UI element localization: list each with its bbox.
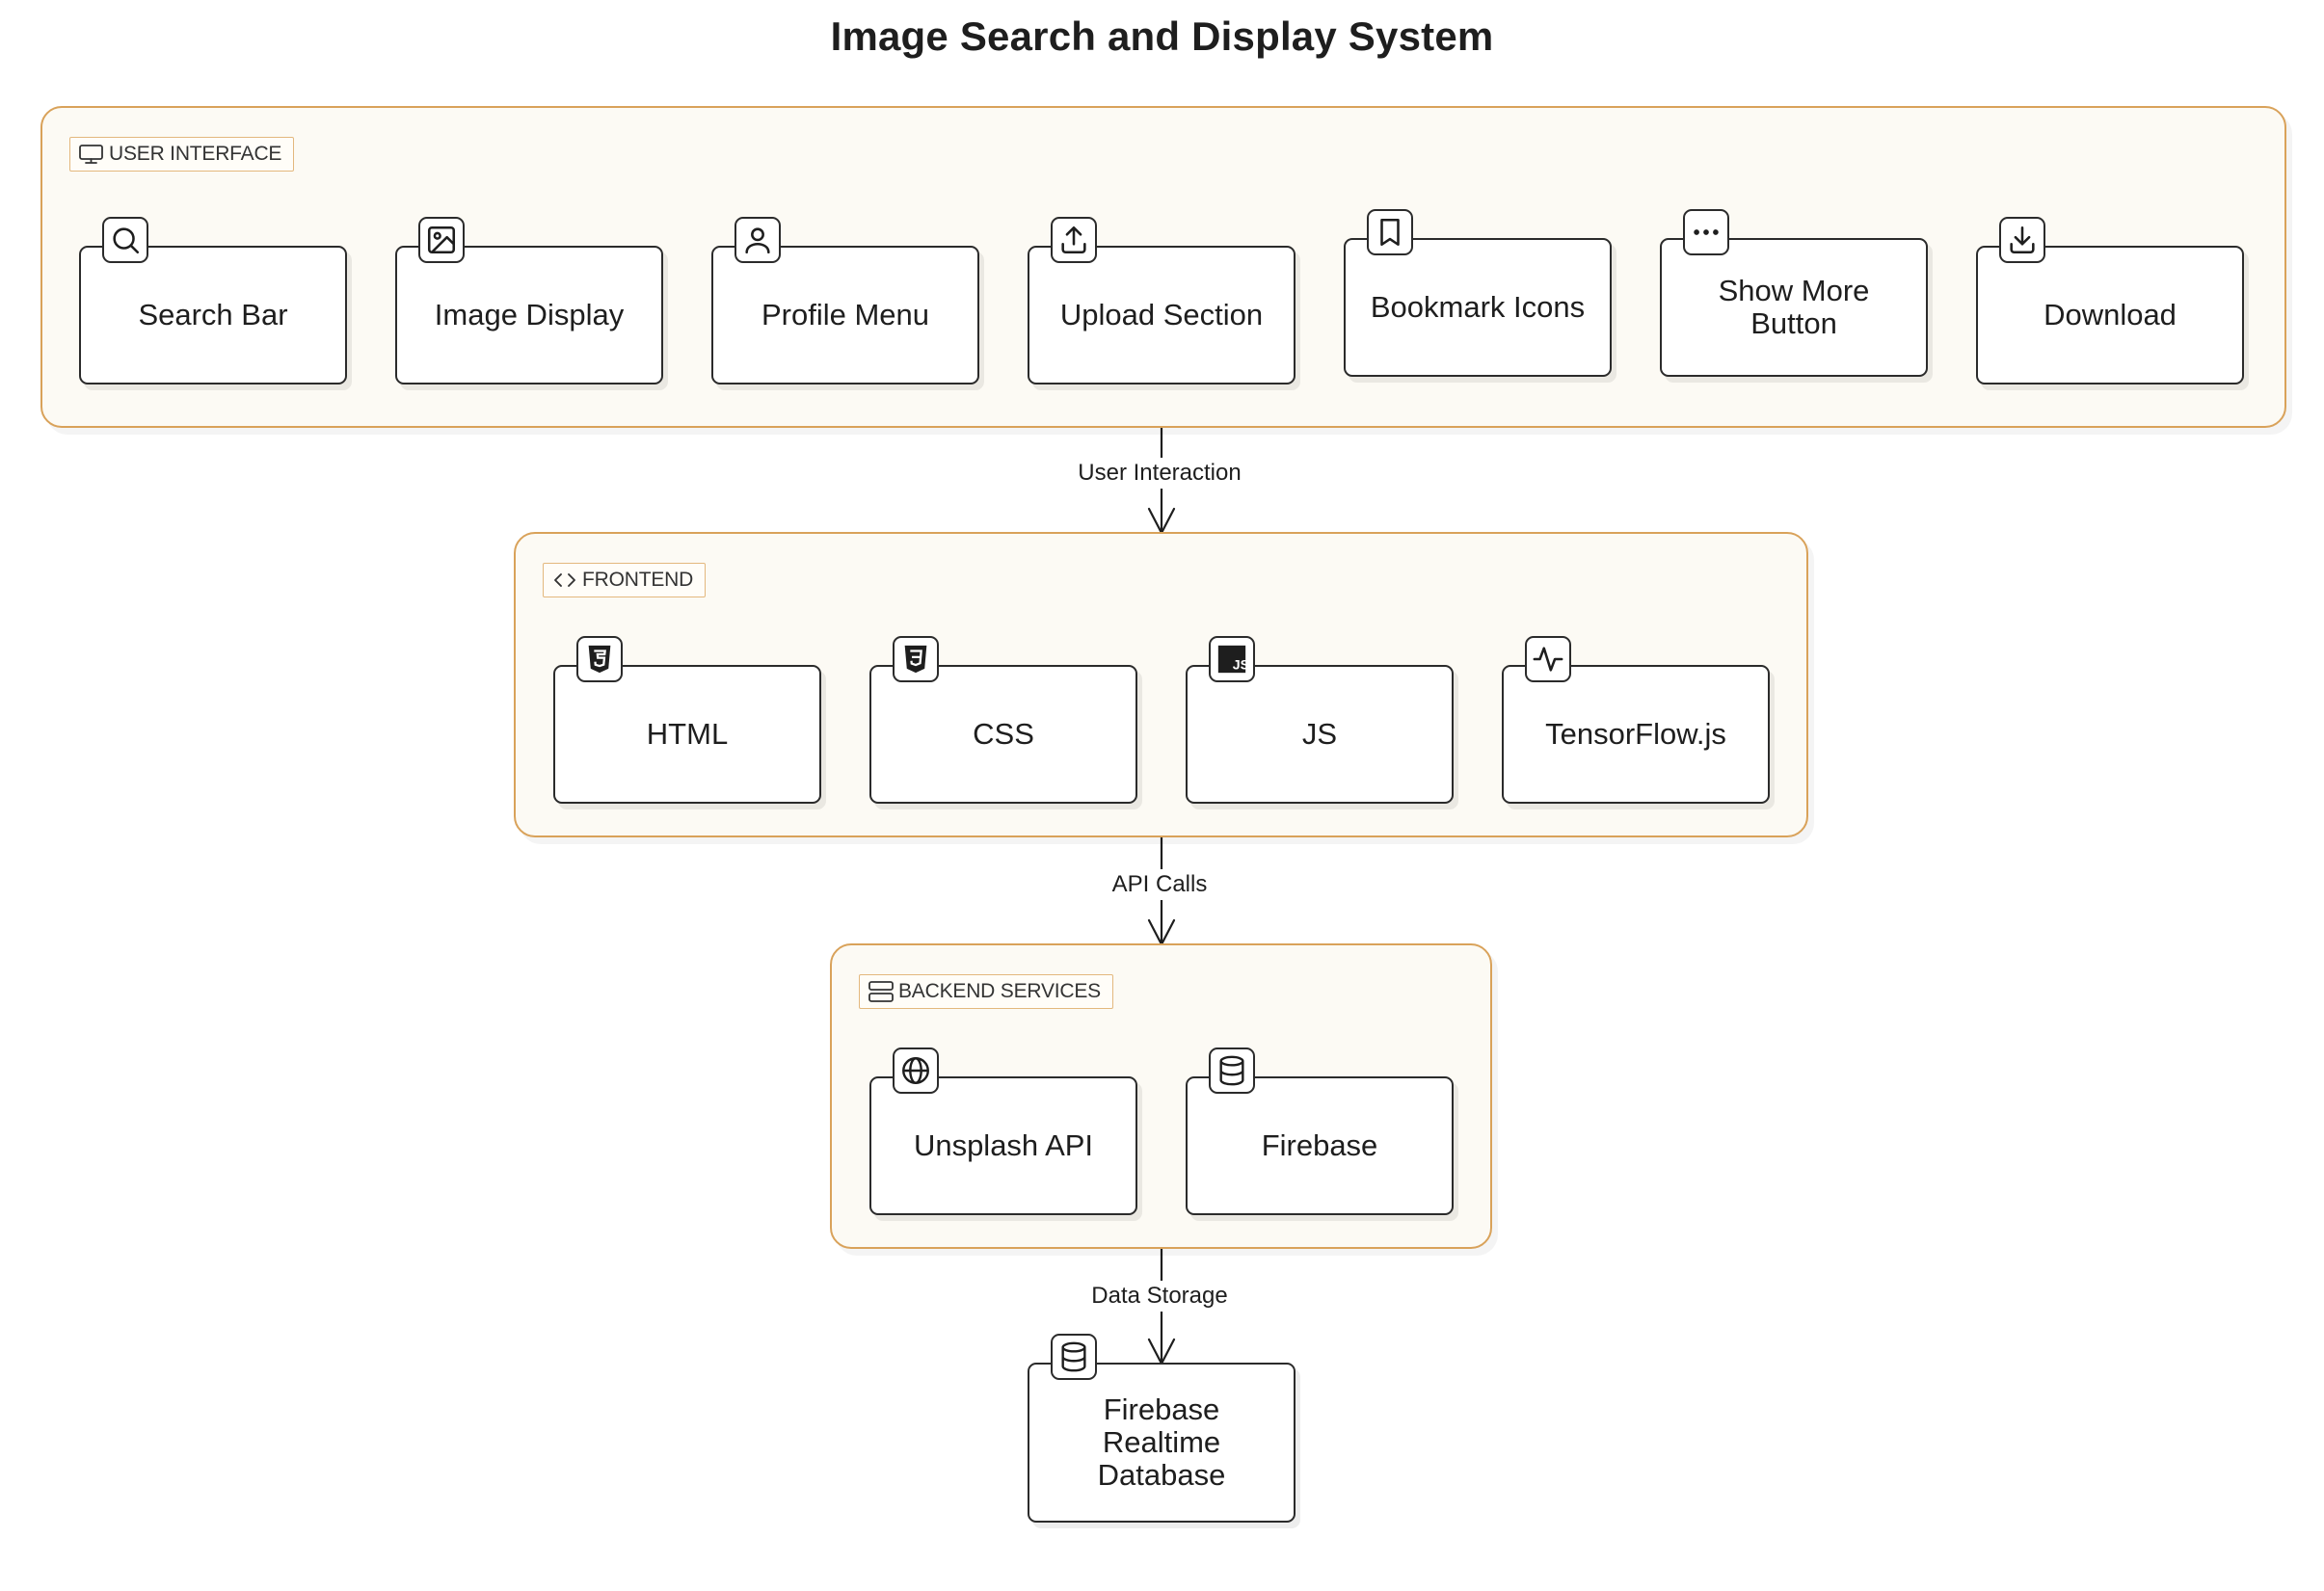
- globe-icon: [893, 1047, 939, 1094]
- node-js: JS: [1186, 665, 1454, 804]
- database-icon: [1209, 1047, 1255, 1094]
- css3-icon: [893, 636, 939, 682]
- node-profile-menu: Profile Menu: [711, 246, 979, 384]
- node-label-download: Download: [2044, 298, 2177, 331]
- node-label-css: CSS: [973, 717, 1034, 751]
- more-icon: [1683, 209, 1729, 255]
- svg-text:JS: JS: [1233, 658, 1248, 674]
- bookmark-icon: [1367, 209, 1413, 255]
- node-label-js: JS: [1301, 717, 1338, 751]
- edge-label-api-calls: API Calls: [1106, 869, 1214, 900]
- javascript-icon: JS: [1209, 636, 1255, 682]
- node-show-more-button: Show More Button: [1660, 238, 1928, 377]
- node-image-display: Image Display: [395, 246, 663, 384]
- code-icon: [554, 573, 575, 587]
- node-html: HTML: [553, 665, 821, 804]
- node-css: CSS: [869, 665, 1137, 804]
- database-icon: [1051, 1334, 1097, 1380]
- edge-label-data-storage: Data Storage: [1085, 1281, 1234, 1312]
- node-upload-section: Upload Section: [1028, 246, 1296, 384]
- node-label-bookmark-icons: Bookmark Icons: [1370, 290, 1586, 324]
- group-tag-user-interface: USER INTERFACE: [69, 137, 295, 172]
- image-icon: [418, 217, 465, 263]
- node-tensorflow: TensorFlow.js: [1502, 665, 1770, 804]
- node-label-tensorflow: TensorFlow.js: [1545, 717, 1726, 751]
- group-label-frontend: FRONTEND: [582, 569, 694, 591]
- node-firebase: Firebase: [1186, 1076, 1454, 1215]
- node-bookmark-icons: Bookmark Icons: [1344, 238, 1612, 377]
- upload-icon: [1051, 217, 1097, 263]
- user-icon: [735, 217, 781, 263]
- node-search-bar: Search Bar: [79, 246, 347, 384]
- activity-icon: [1525, 636, 1571, 682]
- html5-icon: [576, 636, 623, 682]
- node-label-unsplash-api: Unsplash API: [913, 1128, 1094, 1162]
- server-icon: [868, 981, 894, 1002]
- node-firebase-realtime-database: Firebase Realtime Database: [1028, 1363, 1296, 1523]
- edge-label-user-interaction: User Interaction: [1072, 458, 1247, 489]
- node-label-firebase-realtime-database: Firebase Realtime Database: [1097, 1392, 1226, 1492]
- group-label-backend-services: BACKEND SERVICES: [898, 980, 1101, 1002]
- group-tag-frontend: FRONTEND: [543, 563, 707, 597]
- download-icon: [1999, 217, 2045, 263]
- node-label-firebase: Firebase: [1261, 1128, 1378, 1162]
- node-label-html: HTML: [646, 717, 729, 751]
- node-unsplash-api: Unsplash API: [869, 1076, 1137, 1215]
- node-label-search-bar: Search Bar: [138, 298, 288, 331]
- node-label-show-more-button: Show More Button: [1718, 274, 1870, 340]
- group-tag-backend-services: BACKEND SERVICES: [859, 974, 1113, 1009]
- node-download: Download: [1976, 246, 2244, 384]
- diagram-title: Image Search and Display System: [830, 13, 1494, 59]
- monitor-icon: [79, 145, 103, 164]
- node-label-upload-section: Upload Section: [1059, 298, 1264, 331]
- group-label-user-interface: USER INTERFACE: [109, 143, 282, 165]
- node-label-profile-menu: Profile Menu: [761, 298, 930, 331]
- node-label-image-display: Image Display: [434, 298, 625, 331]
- search-icon: [102, 217, 148, 263]
